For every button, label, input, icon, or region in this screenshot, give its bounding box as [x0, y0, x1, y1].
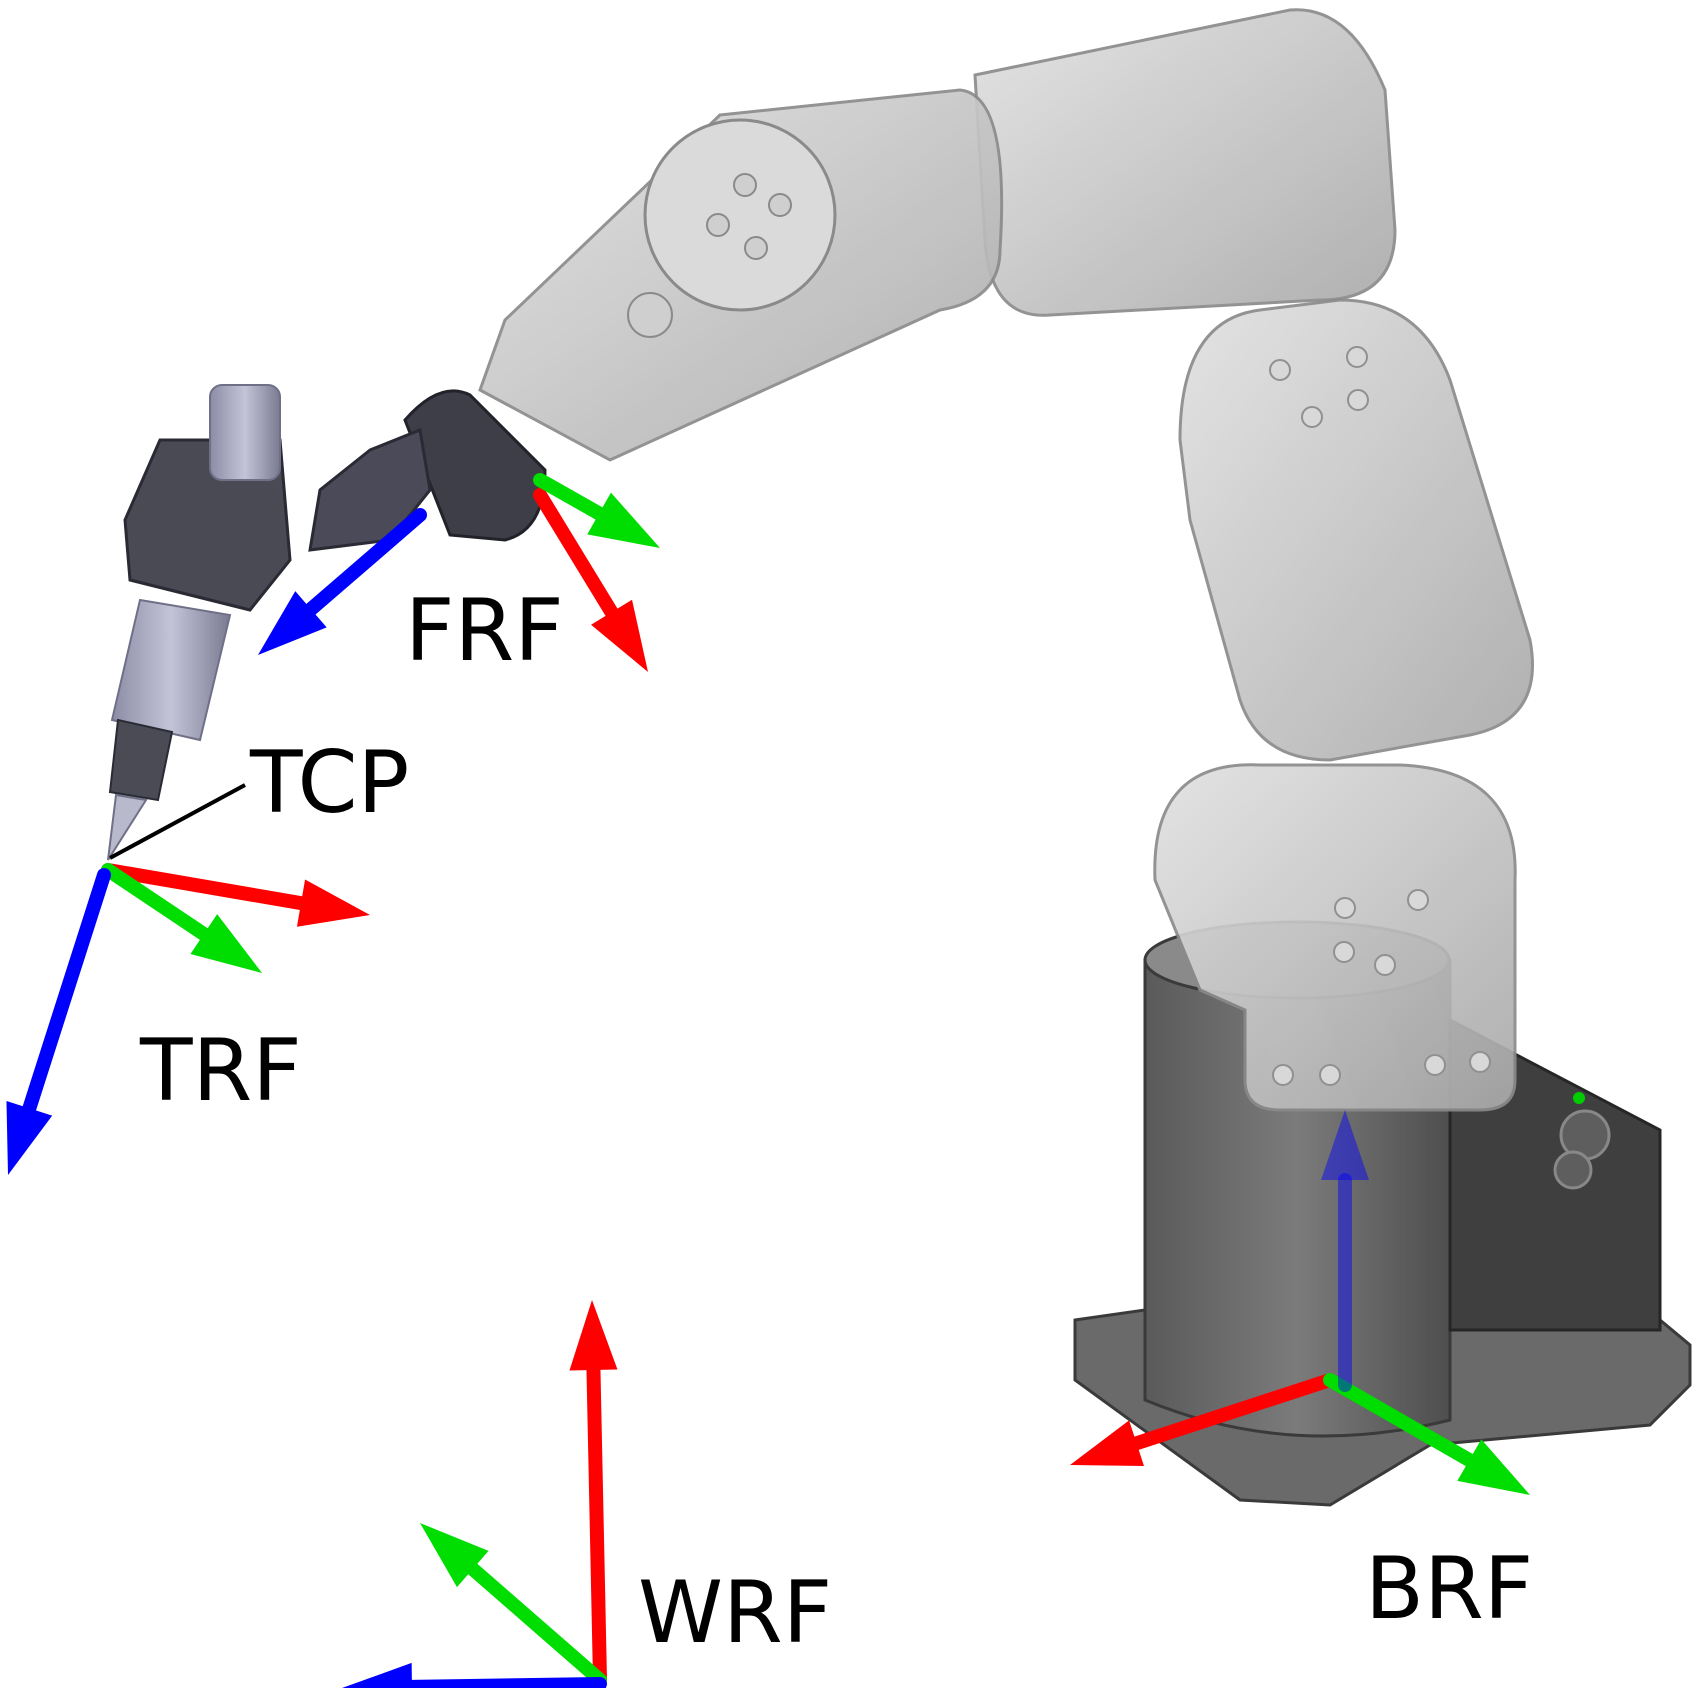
- frf-y-axis-arrowhead: [587, 492, 660, 548]
- robot-forearm: [403, 88, 1004, 542]
- brf-frame: [1070, 1110, 1530, 1495]
- robot-arm-icon: [107, 8, 1692, 1507]
- frf-z-axis-arrowhead: [258, 591, 327, 655]
- frf-frame: [258, 473, 660, 672]
- wrf-label: WRF: [638, 1563, 832, 1663]
- frf-x-axis-arrowhead: [591, 599, 648, 672]
- brf-label: BRF: [1365, 1539, 1533, 1639]
- frf-y-axis-shaft: [533, 473, 607, 521]
- trf-x-axis-arrowhead: [296, 879, 370, 927]
- wrf-y-axis-shaft: [465, 1562, 607, 1687]
- tcp-leader-line: [109, 783, 246, 860]
- trf-frame: [6, 863, 370, 1175]
- trf-z-axis-arrowhead: [6, 1101, 53, 1175]
- tool-icon: [107, 384, 432, 861]
- brf-x-axis-shaft: [1129, 1373, 1337, 1451]
- wrf-z-axis-shaft: [404, 1677, 607, 1688]
- wrf-x-axis-arrowhead: [569, 1300, 618, 1371]
- trf-y-axis-arrowhead: [190, 914, 262, 973]
- wrf-z-axis-arrowhead: [342, 1662, 413, 1688]
- robot-upper-arm: [973, 8, 1397, 317]
- brf-y-axis-arrowhead: [1457, 1439, 1530, 1495]
- brf-y-axis-shaft: [1323, 1373, 1477, 1468]
- trf-y-axis-shaft: [101, 863, 211, 942]
- brf-x-axis-arrowhead: [1070, 1420, 1144, 1467]
- trf-label: TRF: [139, 1021, 302, 1121]
- wrf-y-axis-arrowhead: [420, 1523, 489, 1588]
- frf-z-axis-shaft: [303, 508, 427, 617]
- wrf-x-axis-shaft: [586, 1362, 607, 1687]
- frf-x-axis-shaft: [533, 488, 619, 620]
- coordinate-frames: [6, 473, 1530, 1688]
- wrf-frame: [342, 1300, 618, 1688]
- frf-label: FRF: [405, 581, 564, 681]
- trf-z-axis-shaft: [22, 868, 111, 1116]
- trf-x-axis-shaft: [101, 863, 309, 911]
- brf-z-axis-arrowhead: [1321, 1110, 1369, 1180]
- tcp-label: TCP: [249, 733, 409, 833]
- robot-shoulder-link: [1153, 298, 1534, 1112]
